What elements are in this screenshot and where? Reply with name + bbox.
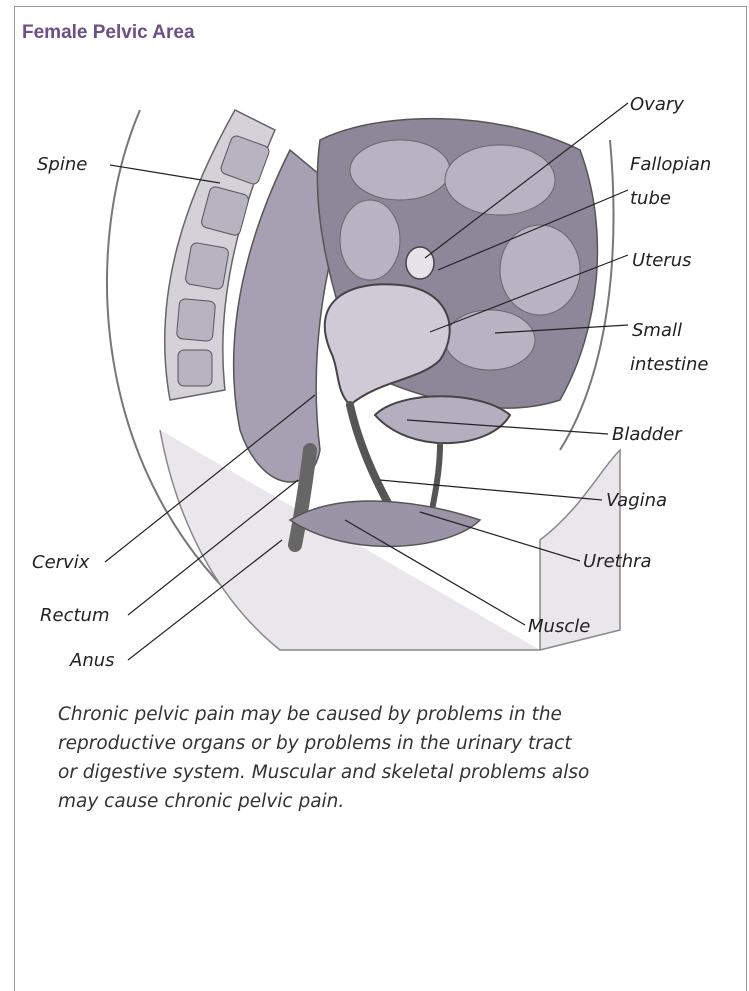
caption-line: reproductive organs or by problems in th… <box>58 729 718 758</box>
label-fallopian-tube-line2: tube <box>630 188 671 209</box>
label-fallopian-tube-line1: Fallopian <box>630 154 711 175</box>
caption-line: or digestive system. Muscular and skelet… <box>58 758 718 787</box>
label-small-intestine-line2: intestine <box>630 354 708 375</box>
bladder <box>375 396 510 443</box>
label-ovary: Ovary <box>630 94 684 115</box>
caption-line: Chronic pelvic pain may be caused by pro… <box>58 700 718 729</box>
label-cervix: Cervix <box>32 552 90 573</box>
label-uterus: Uterus <box>632 250 692 271</box>
label-rectum: Rectum <box>40 605 109 626</box>
label-vagina: Vagina <box>606 490 667 511</box>
caption-line: may cause chronic pelvic pain. <box>58 787 718 816</box>
label-small-intestine-line1: Small <box>632 320 682 341</box>
ovary <box>406 247 434 279</box>
label-urethra: Urethra <box>583 551 652 572</box>
pelvic-anatomy-illustration: Ovary Fallopian tube Spine Uterus Small … <box>20 70 730 670</box>
label-muscle: Muscle <box>528 616 590 637</box>
label-spine: Spine <box>37 154 87 175</box>
label-anus: Anus <box>69 650 115 670</box>
label-bladder: Bladder <box>612 424 683 445</box>
figure-caption: Chronic pelvic pain may be caused by pro… <box>58 700 718 816</box>
figure-title: Female Pelvic Area <box>22 22 195 44</box>
